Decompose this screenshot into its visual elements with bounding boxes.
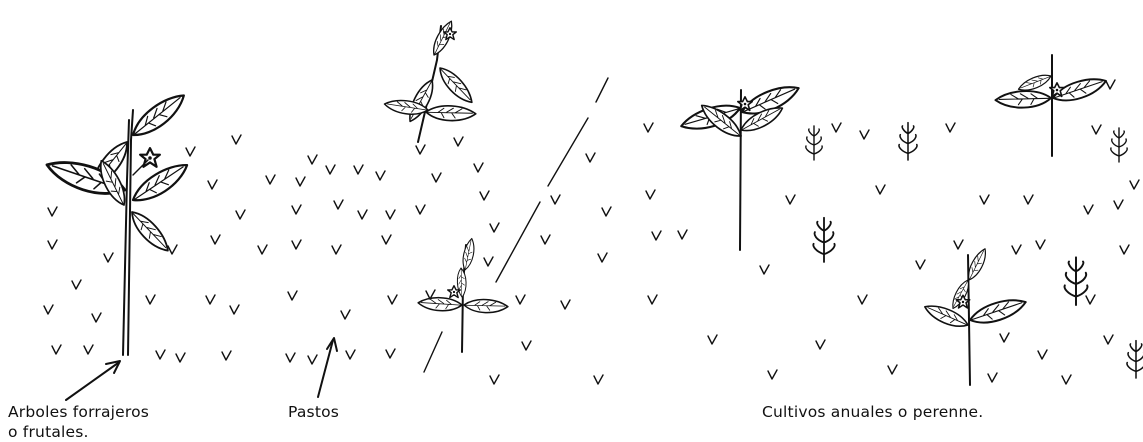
label-pastures: Pastos	[288, 402, 339, 422]
fodder-tree-large	[44, 91, 194, 355]
arrow-trees	[66, 361, 120, 400]
crop-tree-bottom	[922, 247, 1028, 385]
field-boundary-line	[424, 78, 608, 372]
fodder-tree-small-top	[385, 19, 477, 142]
label-fodder-trees: Arboles forrajeros o frutales.	[8, 402, 228, 442]
crop-tree-right	[995, 55, 1109, 156]
crop-seedlings	[806, 123, 1143, 378]
crop-tree-left	[679, 83, 802, 250]
fodder-tree-small-bottom	[418, 238, 509, 352]
label-fodder-trees-line1: Arboles forrajeros	[8, 402, 228, 422]
label-fodder-trees-line2: o frutales.	[8, 422, 228, 442]
label-crops: Cultivos anuales o perenne.	[762, 402, 983, 422]
arrow-pastos	[318, 338, 337, 397]
grass-marks	[44, 80, 1139, 384]
